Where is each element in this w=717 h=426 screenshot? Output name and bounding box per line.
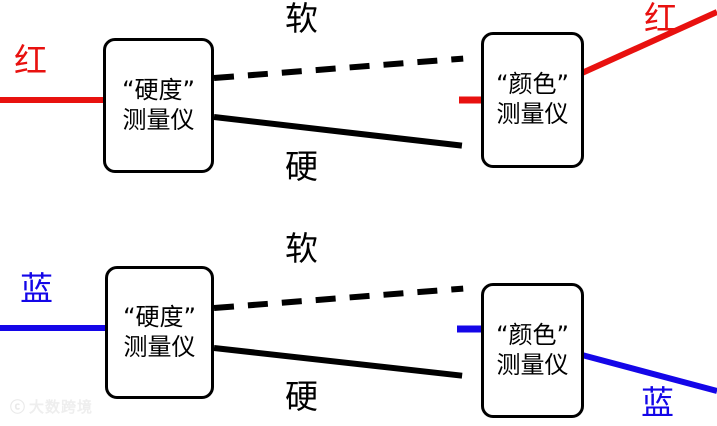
device-box-hardness-top[interactable]: “硬度” 测量仪 [103, 38, 214, 173]
device-label-line2: 测量仪 [123, 332, 196, 361]
branch-label-hard-top: 硬 [285, 147, 318, 186]
watermark-logo-icon: ⓒ [10, 398, 25, 416]
branch-label-soft-bottom: 软 [285, 229, 318, 268]
device-label-line1: “颜色” [496, 70, 569, 99]
branch-label-soft-top: 软 [285, 0, 318, 38]
watermark: ⓒ 大数跨境 [10, 396, 93, 417]
branch-hard-solid-bottom [213, 345, 463, 379]
device-box-color-bottom[interactable]: “颜色” 测量仪 [481, 283, 584, 418]
beam-label-blue-input: 蓝 [20, 269, 53, 308]
device-box-color-top[interactable]: “颜色” 测量仪 [481, 32, 584, 168]
beam-blue-output-bottom [581, 352, 717, 394]
branch-soft-dashed-top [213, 55, 464, 81]
watermark-text: 大数跨境 [29, 398, 94, 416]
device-label-line2: 测量仪 [496, 100, 569, 128]
beam-label-red-output: 红 [644, 0, 677, 38]
device-label-line2: 测量仪 [122, 105, 195, 134]
device-box-hardness-bottom[interactable]: “硬度” 测量仪 [105, 266, 214, 399]
device-label-line1: “硬度” [123, 302, 196, 331]
branch-hard-solid-top [213, 114, 463, 149]
branch-soft-dashed-bottom [213, 285, 464, 311]
beam-label-blue-output: 蓝 [641, 383, 674, 422]
branch-label-hard-bottom: 硬 [285, 377, 318, 416]
beam-label-red-input: 红 [14, 41, 47, 80]
beam-red-output-top [580, 9, 717, 76]
device-label-line1: “硬度” [122, 75, 195, 104]
device-label-line2: 测量仪 [496, 350, 569, 379]
device-label-line1: “颜色” [496, 320, 569, 349]
